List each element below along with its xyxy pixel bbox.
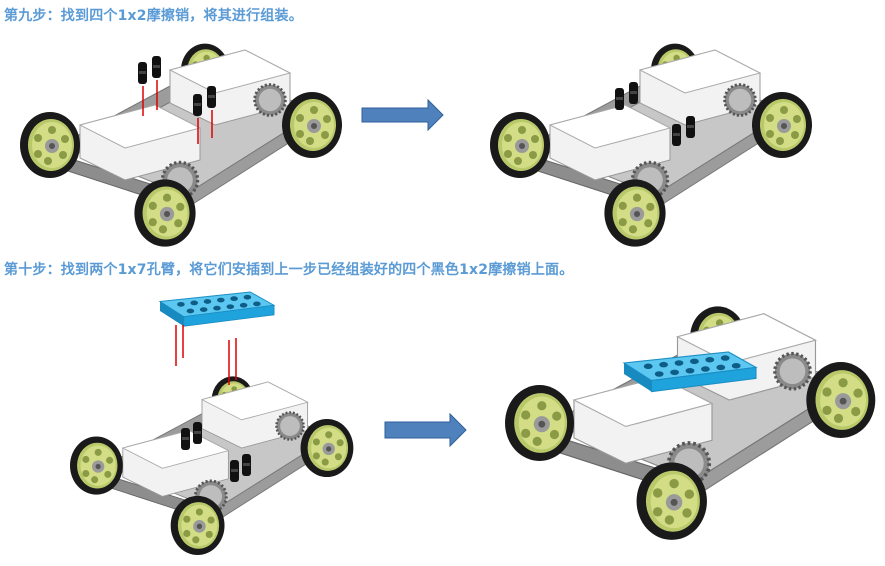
1x7-beam-exploded: [159, 291, 275, 327]
step9-before-model: [20, 44, 342, 247]
step10-arrow-icon: [384, 412, 467, 448]
insert-arrows: [142, 80, 213, 144]
beam-insert-arrows: [175, 325, 237, 385]
step10-after-model: [505, 306, 875, 540]
step9-arrow-icon: [361, 98, 444, 132]
step10-before-model: [70, 291, 353, 555]
step-10-instruction: 第十步：找到两个1x7孔臂，将它们安插到上一步已经组装好的四个黑色1x2摩擦销上…: [4, 262, 574, 278]
step9-after-model: [490, 44, 812, 247]
step-9-instruction: 第九步：找到四个1x2摩擦销，将其进行组装。: [4, 8, 303, 24]
